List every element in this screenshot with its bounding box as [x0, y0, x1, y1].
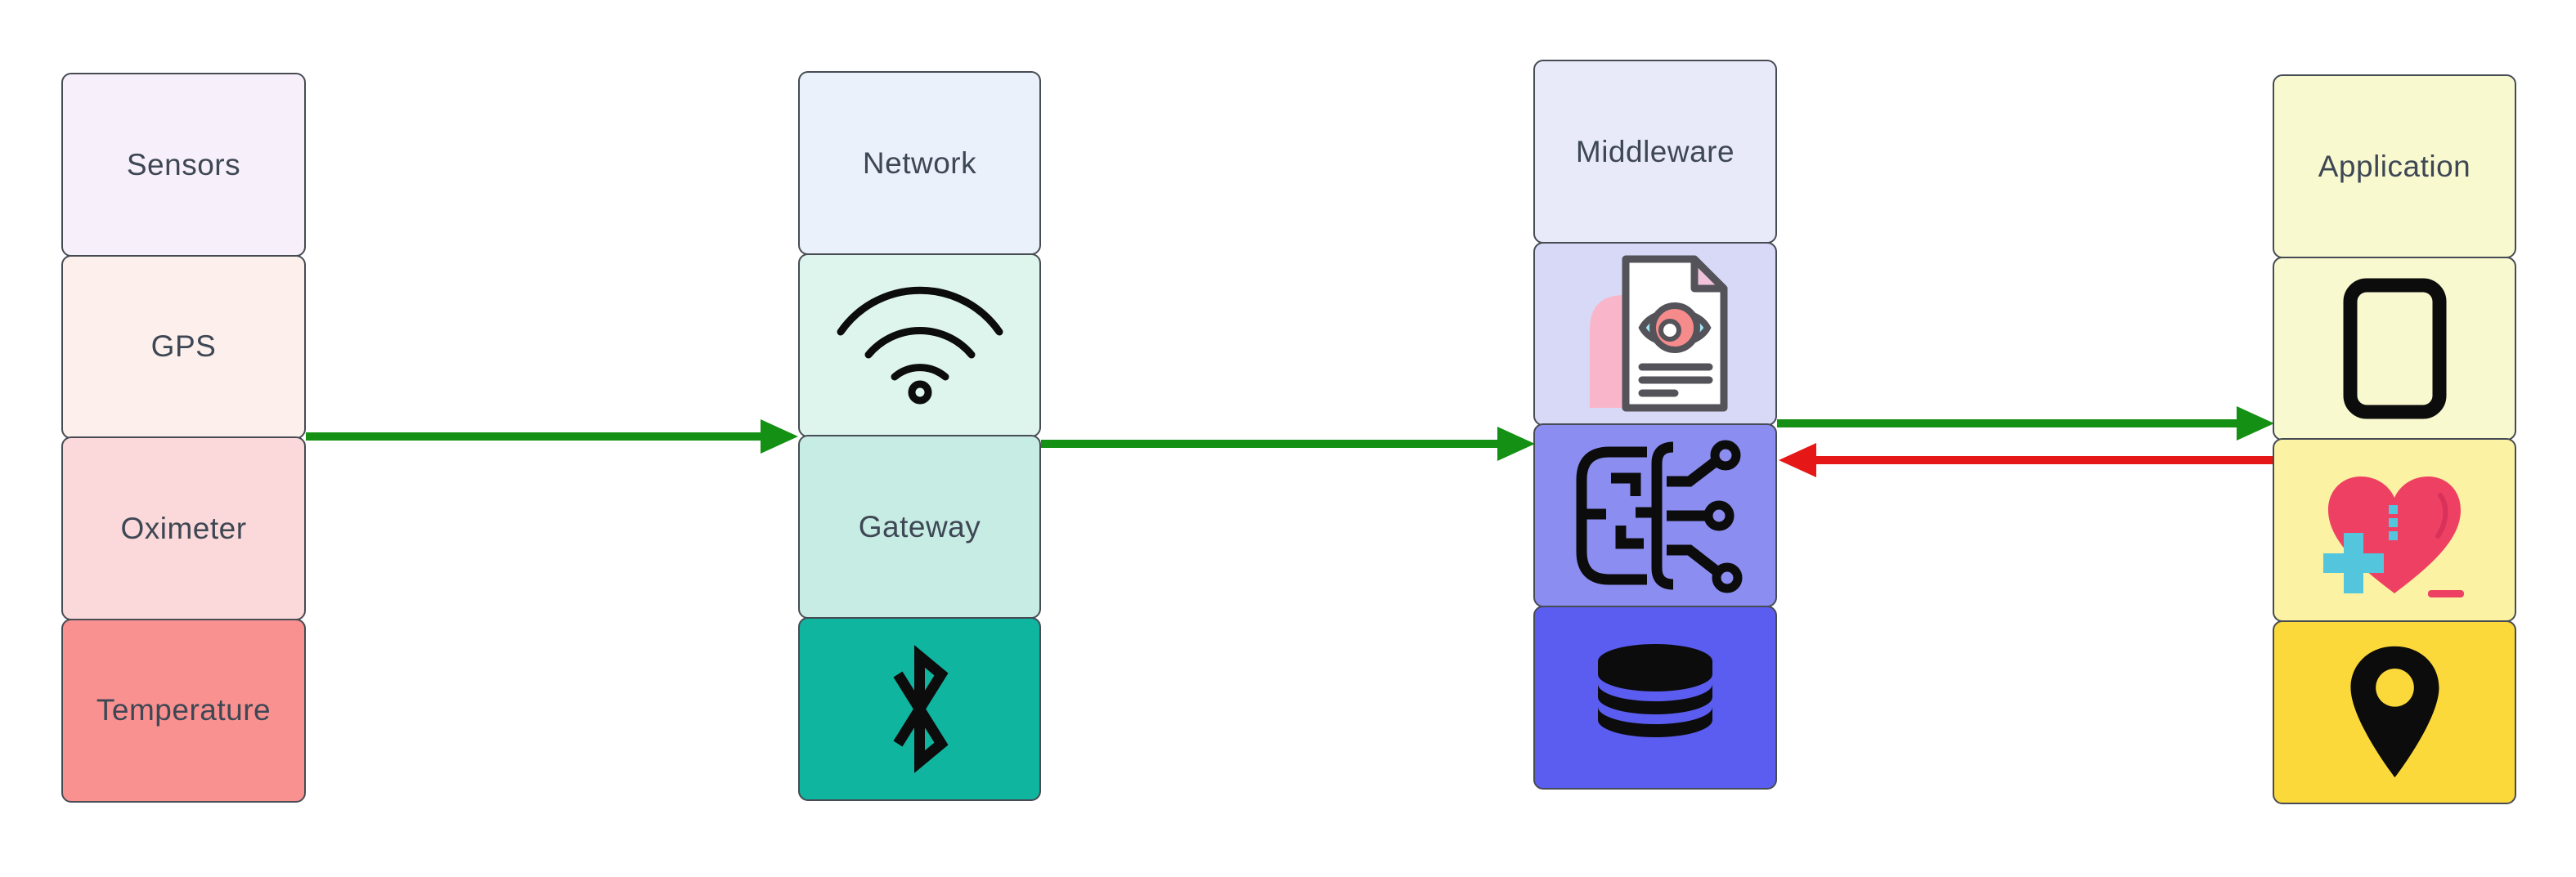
arrow-network-to-middleware[interactable]	[1041, 427, 1535, 461]
box-gps[interactable]: GPS	[61, 254, 306, 439]
smartphone-icon	[2343, 278, 2446, 418]
arrow-middleware-to-application[interactable]	[1777, 406, 2274, 441]
wifi-icon	[837, 286, 1003, 405]
ai-brain-circuit-icon	[1576, 440, 1743, 593]
database-icon	[1598, 643, 1712, 737]
box-network[interactable]: Network	[798, 71, 1041, 255]
box-wifi[interactable]	[798, 253, 1041, 437]
box-label-temperature: Temperature	[96, 693, 272, 727]
arrowhead-right-icon	[1497, 427, 1535, 461]
arrowhead-right-icon	[761, 419, 798, 454]
box-label-middleware: Middleware	[1575, 134, 1735, 168]
box-smartphone[interactable]	[2273, 256, 2516, 441]
health-heart-icon	[2322, 477, 2464, 597]
box-location[interactable]	[2273, 620, 2516, 804]
bluetooth-icon	[893, 644, 949, 773]
document-eye-icon	[1590, 255, 1728, 412]
arrow-application-to-middleware[interactable]	[1779, 443, 2273, 477]
column-application: Application	[2273, 74, 2516, 804]
arrowhead-left-icon	[1779, 443, 1816, 477]
column-network: Network Gateway	[798, 71, 1041, 801]
box-health-monitor[interactable]	[2273, 438, 2516, 622]
box-label-gps: GPS	[150, 329, 217, 363]
box-application[interactable]: Application	[2273, 74, 2516, 258]
box-label-gateway: Gateway	[858, 509, 981, 544]
box-label-sensors: Sensors	[126, 147, 241, 181]
box-sensors[interactable]: Sensors	[61, 73, 306, 257]
box-label-network: Network	[862, 145, 977, 180]
box-gateway[interactable]: Gateway	[798, 435, 1041, 619]
box-label-oximeter: Oximeter	[120, 511, 247, 545]
box-label-application: Application	[2318, 149, 2471, 183]
arrowhead-right-icon	[2237, 406, 2274, 441]
box-middleware[interactable]: Middleware	[1533, 60, 1777, 244]
box-oximeter[interactable]: Oximeter	[61, 436, 306, 620]
arrow-sensors-to-network[interactable]	[306, 419, 798, 454]
location-pin-icon	[2350, 646, 2439, 778]
box-bluetooth[interactable]	[798, 616, 1041, 801]
column-sensors: Sensors GPS Oximeter Temperature	[61, 73, 306, 803]
box-ai-processing[interactable]	[1533, 423, 1777, 607]
column-middleware: Middleware	[1533, 60, 1777, 790]
box-document-analysis[interactable]	[1533, 241, 1777, 426]
box-database[interactable]	[1533, 605, 1777, 790]
box-temperature[interactable]: Temperature	[61, 618, 306, 803]
